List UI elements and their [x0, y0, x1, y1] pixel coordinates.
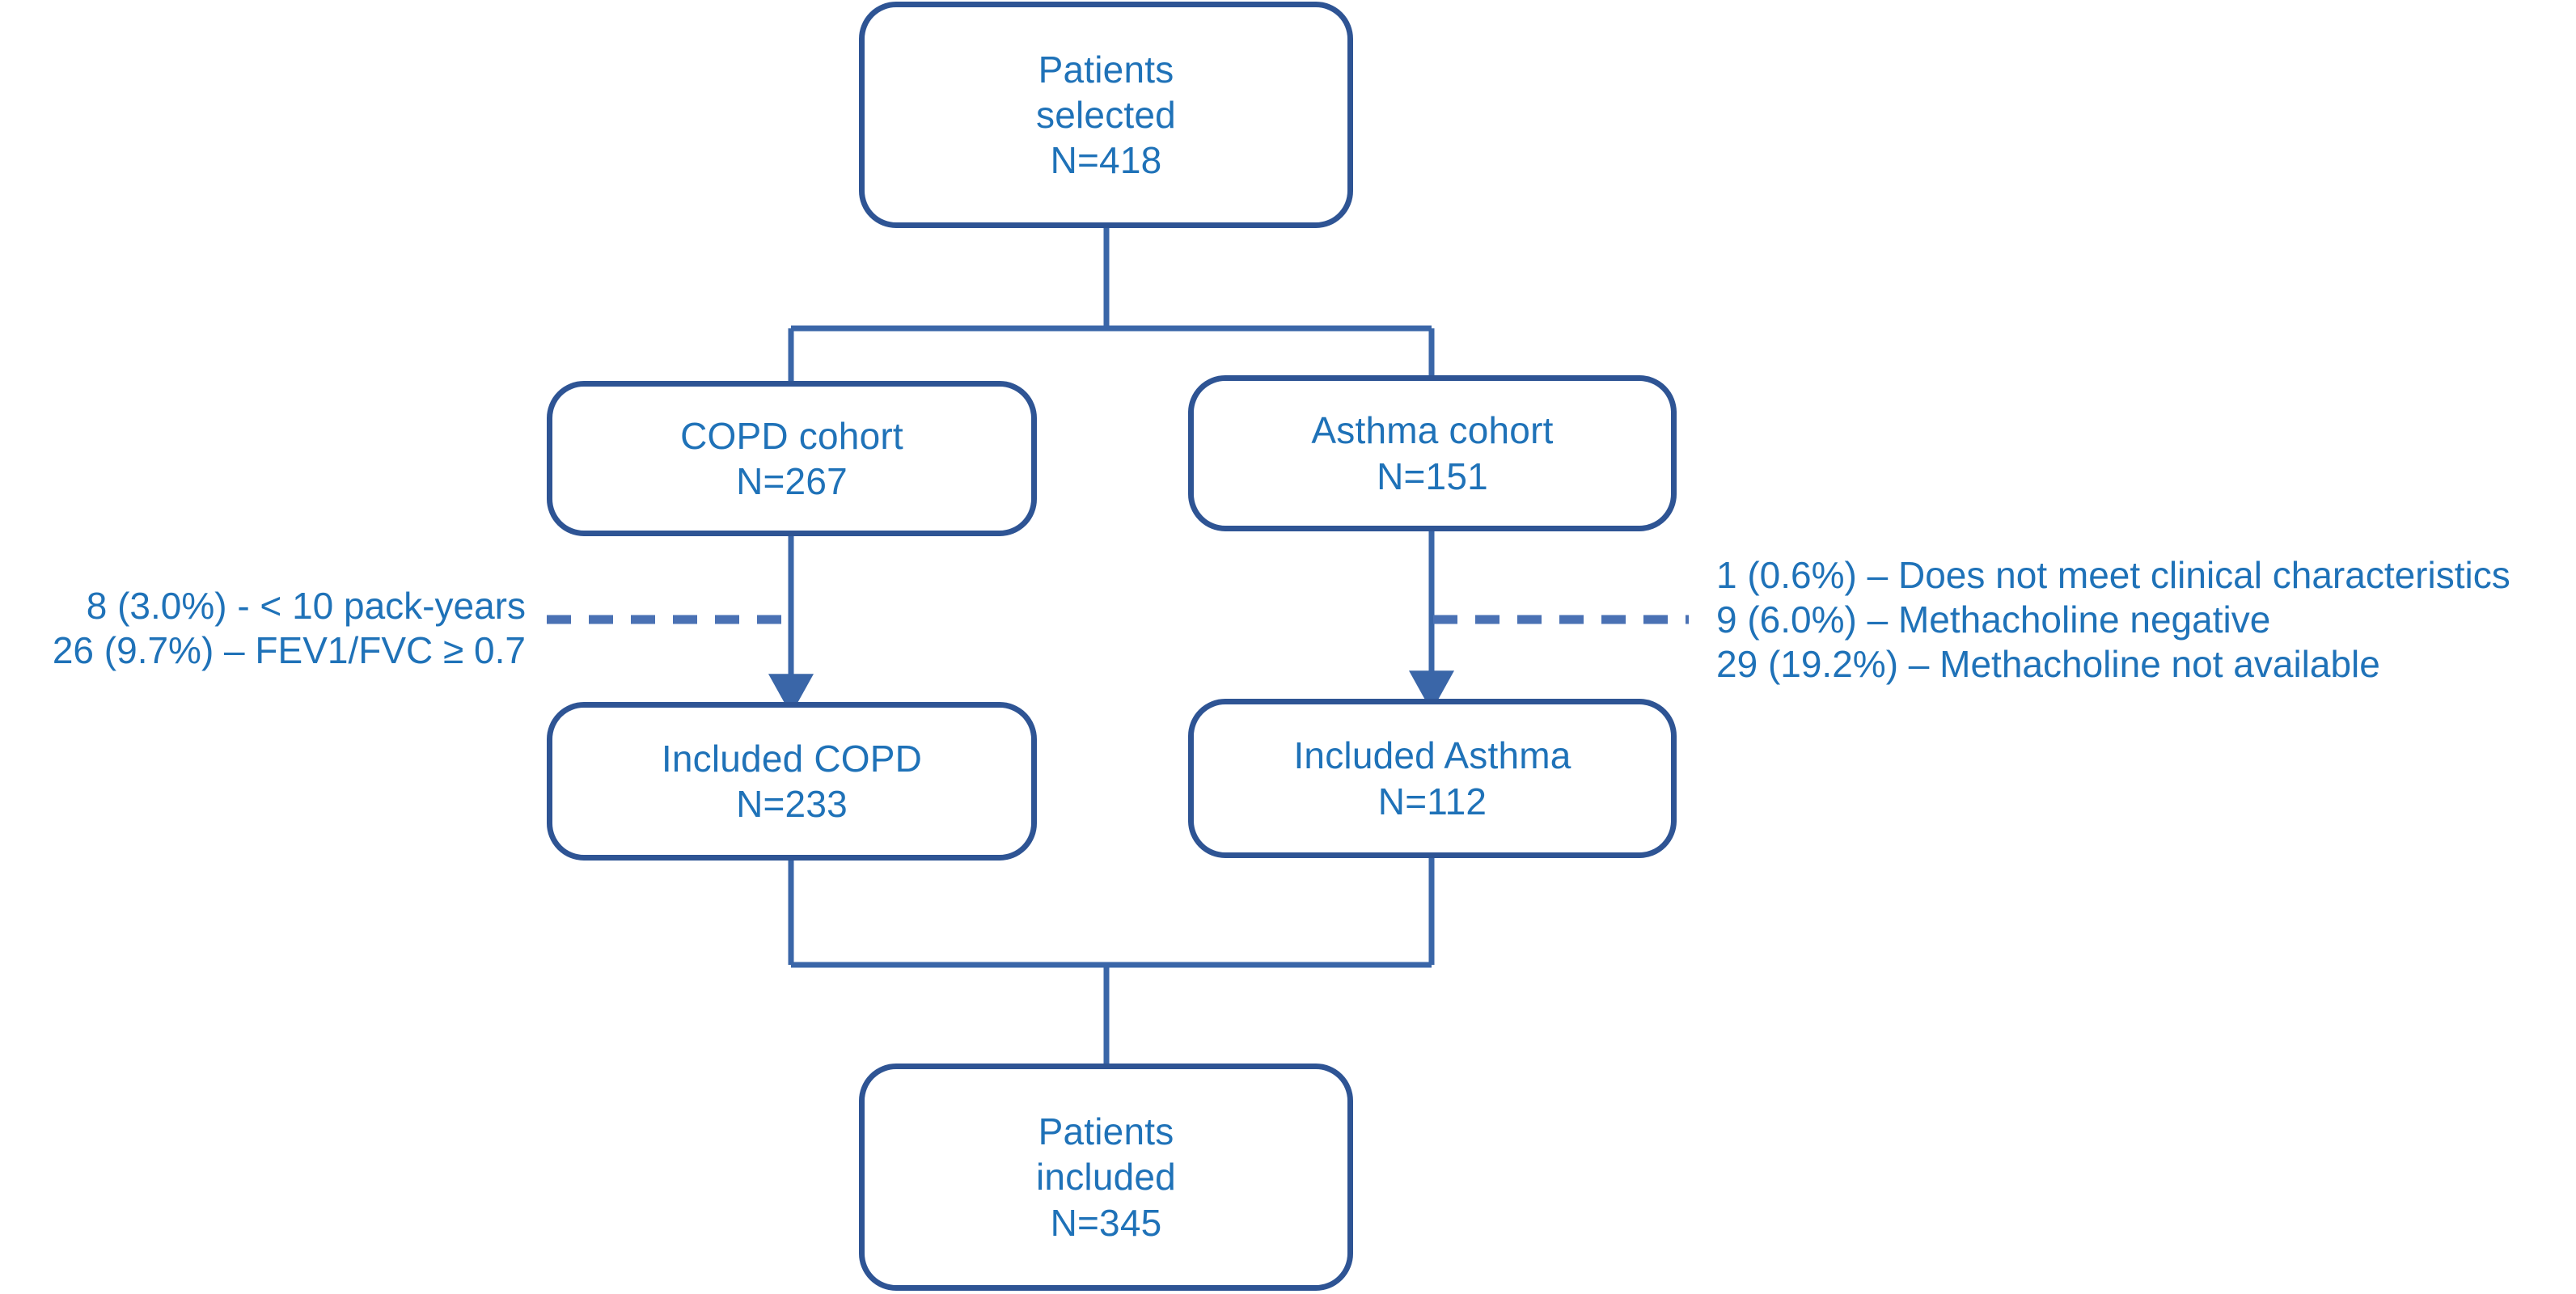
node-included-copd-count: N=233: [736, 783, 848, 825]
asthma-exclusion-note: 1 (0.6%) – Does not meet clinical charac…: [1716, 553, 2570, 687]
node-included-asthma: Included Asthma N=112: [1188, 699, 1677, 858]
node-patients-selected-count: N=418: [1050, 139, 1162, 182]
node-patients-included-line-1: Patients: [1038, 1110, 1174, 1153]
node-copd-cohort-label: COPD cohort: [680, 414, 903, 457]
node-patients-included-line-2: included: [1036, 1156, 1176, 1199]
asthma-exclusion-line-1: 1 (0.6%) – Does not meet clinical charac…: [1716, 554, 2510, 596]
node-included-copd-label: Included COPD: [661, 737, 923, 780]
node-included-copd: Included COPD N=233: [547, 702, 1037, 861]
asthma-exclusion-line-3: 29 (19.2%) – Methacholine not available: [1716, 643, 2380, 686]
node-asthma-cohort-count: N=151: [1377, 455, 1488, 497]
node-patients-selected-line-2: selected: [1036, 93, 1176, 136]
node-copd-cohort: COPD cohort N=267: [547, 381, 1037, 536]
node-patients-included-count: N=345: [1050, 1201, 1162, 1244]
node-patients-included: Patients included N=345: [859, 1064, 1353, 1291]
copd-exclusion-line-1: 8 (3.0%) - < 10 pack-years: [86, 585, 526, 627]
node-patients-selected: Patients selected N=418: [859, 2, 1353, 228]
node-asthma-cohort: Asthma cohort N=151: [1188, 375, 1677, 531]
asthma-exclusion-line-2: 9 (6.0%) – Methacholine negative: [1716, 598, 2271, 641]
node-patients-selected-line-1: Patients: [1038, 48, 1174, 91]
node-asthma-cohort-label: Asthma cohort: [1311, 409, 1554, 452]
node-included-asthma-label: Included Asthma: [1293, 734, 1571, 777]
node-included-asthma-count: N=112: [1377, 780, 1487, 822]
node-copd-cohort-count: N=267: [736, 460, 848, 502]
copd-exclusion-line-2: 26 (9.7%) – FEV1/FVC ≥ 0.7: [52, 629, 526, 672]
copd-exclusion-note: 8 (3.0%) - < 10 pack-years 26 (9.7%) – F…: [8, 584, 526, 673]
